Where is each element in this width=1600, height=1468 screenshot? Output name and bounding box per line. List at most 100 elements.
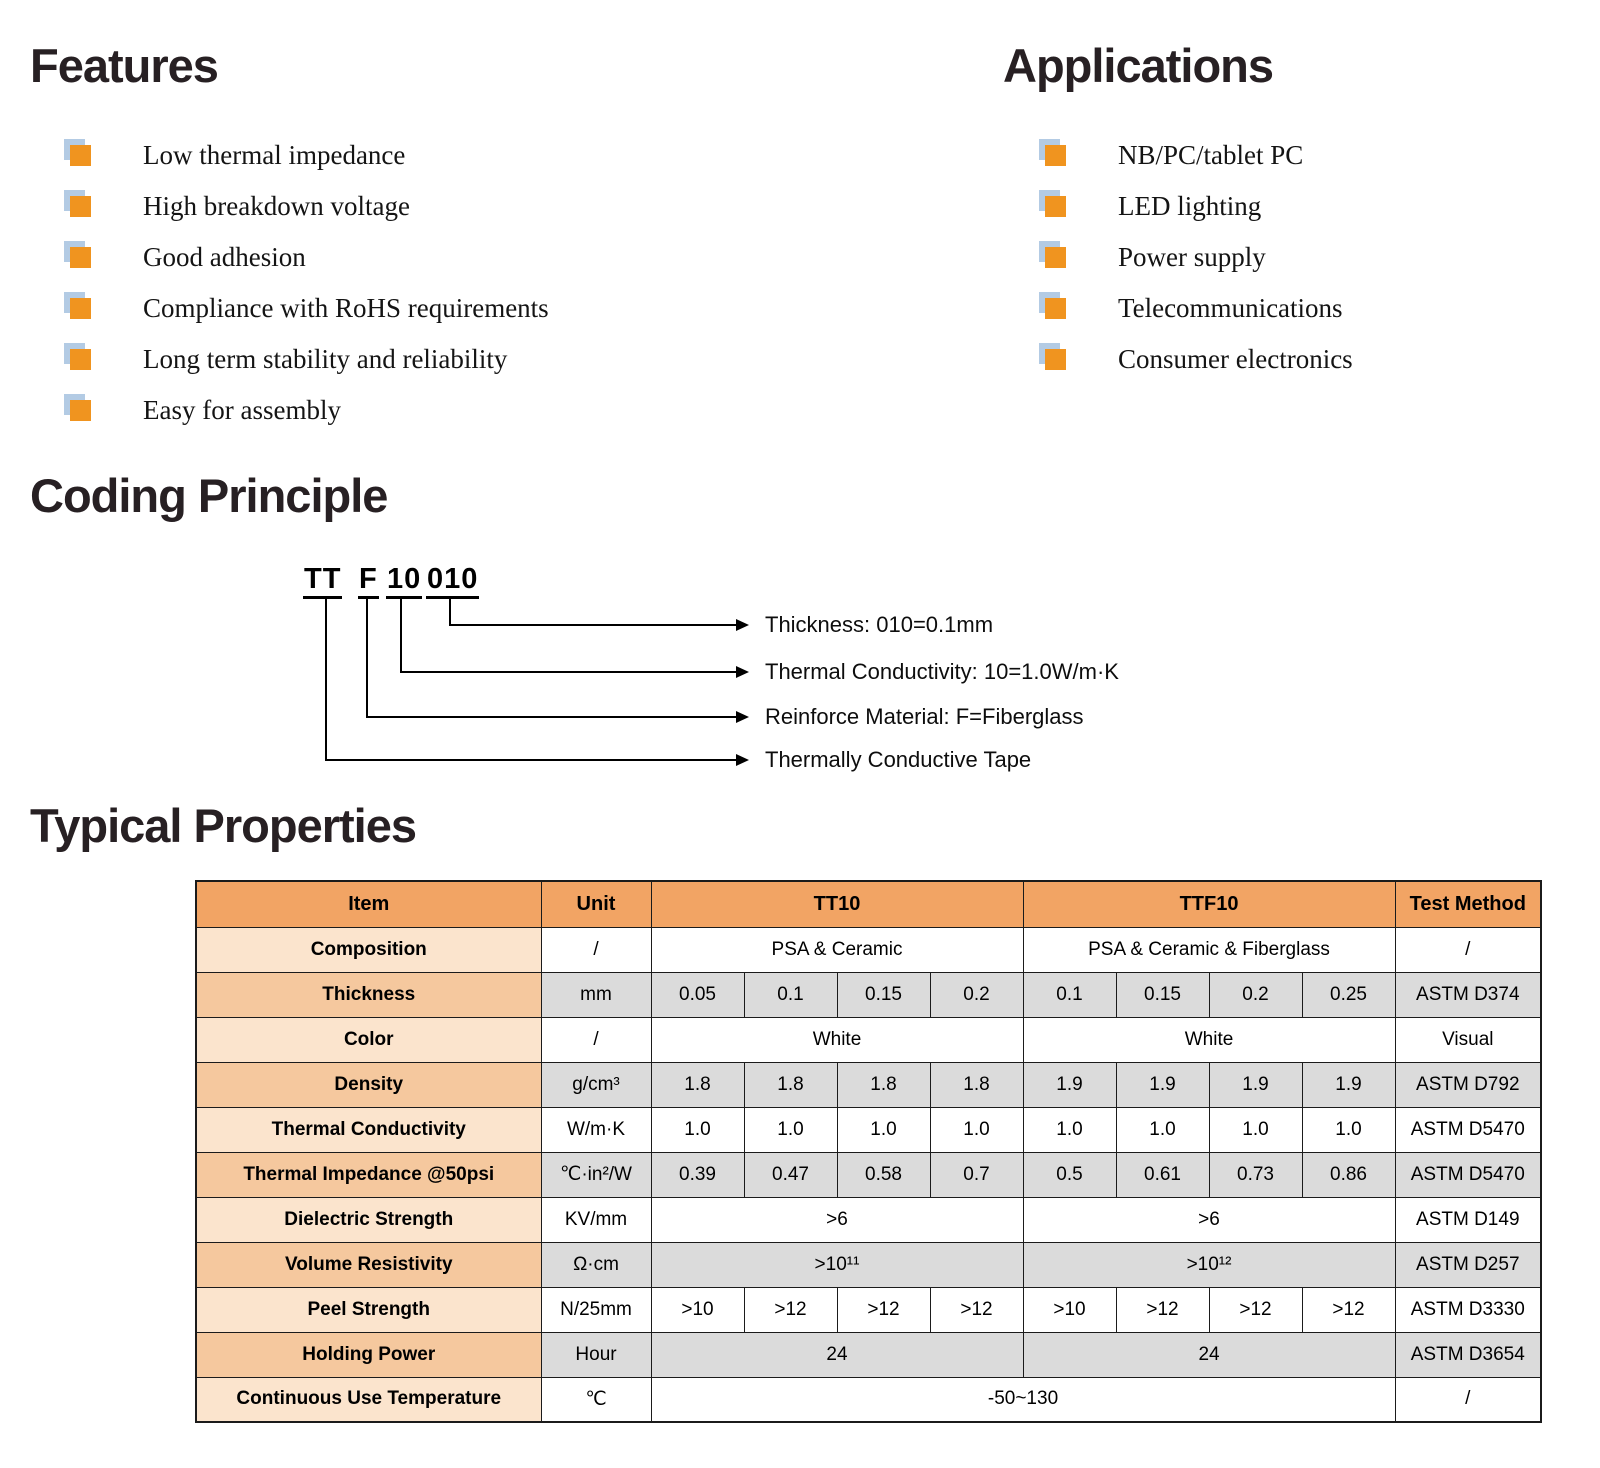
- value-cell: PSA & Ceramic: [650, 926, 1024, 973]
- value-cell: 0.1: [1022, 971, 1117, 1018]
- test-method-cell: ASTM D149: [1394, 1196, 1542, 1243]
- applications-title: Applications: [1003, 39, 1274, 92]
- application-item-label: Telecommunications: [1118, 293, 1343, 323]
- test-method-cell: Visual: [1394, 1016, 1542, 1063]
- code-part-10: 10: [386, 563, 423, 599]
- test-method-cell: /: [1394, 926, 1542, 973]
- value-cell: 1.9: [1301, 1061, 1396, 1108]
- unit-cell: /: [540, 926, 652, 973]
- value-cell: 0.73: [1208, 1151, 1303, 1198]
- feature-item-label: Compliance with RoHS requirements: [143, 293, 549, 323]
- feature-item-label: Easy for assembly: [143, 395, 341, 425]
- application-list-item: Telecommunications: [1045, 283, 1353, 334]
- feature-list-item: High breakdown voltage: [70, 181, 549, 232]
- column-header: TTF10: [1022, 880, 1396, 928]
- application-item-label: LED lighting: [1118, 191, 1262, 221]
- item-cell: Continuous Use Temperature: [195, 1376, 542, 1423]
- feature-item-label: Low thermal impedance: [143, 140, 406, 170]
- value-cell: 24: [650, 1331, 1024, 1378]
- bullet-square-icon: [1045, 145, 1066, 166]
- value-cell: >12: [836, 1286, 931, 1333]
- features-title: Features: [30, 39, 219, 92]
- value-cell: >6: [1022, 1196, 1396, 1243]
- application-item-label: NB/PC/tablet PC: [1118, 140, 1304, 170]
- application-list-item: Consumer electronics: [1045, 334, 1353, 385]
- unit-cell: Ω·cm: [540, 1241, 652, 1288]
- value-cell: >10: [650, 1286, 745, 1333]
- branch-vline: [400, 599, 402, 671]
- table-row: Continuous Use Temperature℃-50~130/: [195, 1376, 1542, 1423]
- test-method-cell: ASTM D374: [1394, 971, 1542, 1018]
- value-cell: 1.0: [1022, 1106, 1117, 1153]
- unit-cell: ℃: [540, 1376, 652, 1423]
- code-part-tt: TT: [303, 563, 343, 599]
- bullet-square-icon: [1045, 298, 1066, 319]
- item-cell: Thermal Impedance @50psi: [195, 1151, 542, 1198]
- item-cell: Color: [195, 1016, 542, 1063]
- application-list-item: Power supply: [1045, 232, 1353, 283]
- value-cell: 0.15: [1115, 971, 1210, 1018]
- test-method-cell: ASTM D5470: [1394, 1106, 1542, 1153]
- application-list-item: NB/PC/tablet PC: [1045, 130, 1353, 181]
- value-cell: 1.9: [1208, 1061, 1303, 1108]
- value-cell: White: [1022, 1016, 1396, 1063]
- arrow-right-icon: [736, 754, 749, 766]
- branch-vline: [449, 599, 451, 624]
- feature-list-item: Easy for assembly: [70, 385, 549, 436]
- value-cell: 1.0: [836, 1106, 931, 1153]
- value-cell: PSA & Ceramic & Fiberglass: [1022, 926, 1396, 973]
- value-cell: 1.0: [1208, 1106, 1303, 1153]
- value-cell: >10¹²: [1022, 1241, 1396, 1288]
- coding-branch-label: Thermally Conductive Tape: [765, 747, 1032, 772]
- bullet-square-icon: [70, 298, 91, 319]
- value-cell: 0.2: [1208, 971, 1303, 1018]
- value-cell: 0.86: [1301, 1151, 1396, 1198]
- test-method-cell: ASTM D3654: [1394, 1331, 1542, 1378]
- item-cell: Thermal Conductivity: [195, 1106, 542, 1153]
- unit-cell: /: [540, 1016, 652, 1063]
- bullet-square-icon: [70, 196, 91, 217]
- value-cell: 0.15: [836, 971, 931, 1018]
- value-cell: >12: [1301, 1286, 1396, 1333]
- value-cell: 1.0: [929, 1106, 1024, 1153]
- value-cell: 0.61: [1115, 1151, 1210, 1198]
- feature-list-item: Low thermal impedance: [70, 130, 549, 181]
- unit-cell: N/25mm: [540, 1286, 652, 1333]
- test-method-cell: ASTM D3330: [1394, 1286, 1542, 1333]
- value-cell: 0.7: [929, 1151, 1024, 1198]
- application-item-label: Power supply: [1118, 242, 1266, 272]
- value-cell: White: [650, 1016, 1024, 1063]
- feature-list-item: Good adhesion: [70, 232, 549, 283]
- feature-list-item: Compliance with RoHS requirements: [70, 283, 549, 334]
- bullet-square-icon: [70, 247, 91, 268]
- item-cell: Density: [195, 1061, 542, 1108]
- value-cell: 0.1: [743, 971, 838, 1018]
- bullet-square-icon: [70, 400, 91, 421]
- value-cell: 24: [1022, 1331, 1396, 1378]
- column-header: Test Method: [1394, 880, 1542, 928]
- value-cell: >12: [929, 1286, 1024, 1333]
- value-cell: 1.8: [836, 1061, 931, 1108]
- value-cell: >12: [1208, 1286, 1303, 1333]
- value-cell: >12: [1115, 1286, 1210, 1333]
- application-list-item: LED lighting: [1045, 181, 1353, 232]
- item-cell: Composition: [195, 926, 542, 973]
- column-header: Unit: [540, 880, 652, 928]
- value-cell: 1.0: [650, 1106, 745, 1153]
- typical-properties-title: Typical Properties: [30, 799, 417, 852]
- value-cell: >6: [650, 1196, 1024, 1243]
- test-method-cell: /: [1394, 1376, 1542, 1423]
- item-cell: Volume Resistivity: [195, 1241, 542, 1288]
- value-cell: 1.0: [1115, 1106, 1210, 1153]
- test-method-cell: ASTM D5470: [1394, 1151, 1542, 1198]
- value-cell: 0.05: [650, 971, 745, 1018]
